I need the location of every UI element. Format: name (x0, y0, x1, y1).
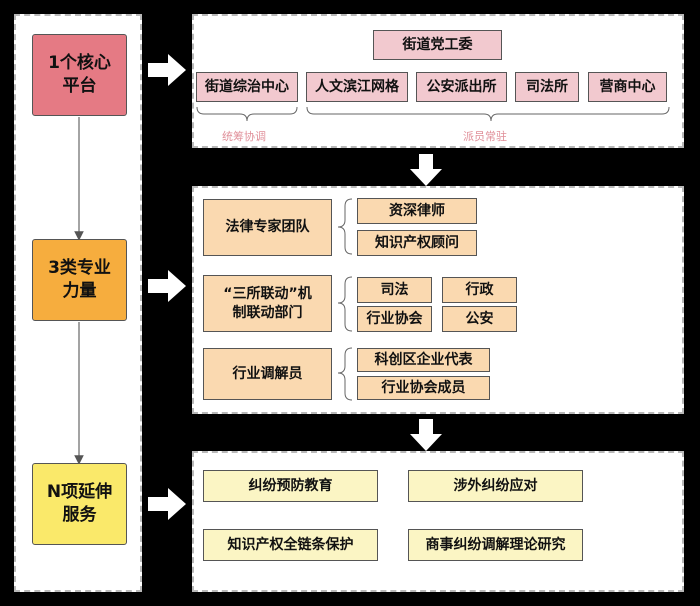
street-party-committee-box: 街道党工委 (373, 30, 502, 60)
right-arrow-icon (148, 488, 186, 520)
down-arrow-icon (410, 154, 442, 186)
legal-expert-team-box: 法律专家团队 (203, 199, 332, 256)
platform-node-box: 人文滨江网格 (306, 72, 408, 102)
linkage-department-box: “三所联动”机 制联动部门 (203, 275, 332, 332)
right-arrow-icon (148, 270, 186, 302)
force-item-box: 知识产权顾问 (357, 230, 477, 256)
force-item-box: 司法 (357, 277, 432, 303)
professional-force-box: 3类专业 力量 (32, 239, 127, 321)
force-item-box: 科创区企业代表 (357, 348, 490, 372)
coordination-note: 统筹协调 (222, 130, 266, 143)
platform-node-box: 司法所 (515, 72, 579, 102)
stationed-note: 派员常驻 (463, 130, 507, 143)
platform-node-box: 营商中心 (588, 72, 667, 102)
core-platform-box: 1个核心 平台 (32, 34, 127, 116)
down-arrow-icon (410, 419, 442, 451)
force-item-box: 行业协会成员 (357, 376, 490, 400)
industry-mediator-box: 行业调解员 (203, 348, 332, 400)
service-item-box: 纠纷预防教育 (203, 470, 378, 502)
force-item-box: 资深律师 (357, 198, 477, 224)
platform-node-box: 公安派出所 (416, 72, 507, 102)
service-item-box: 知识产权全链条保护 (203, 529, 378, 561)
right-arrow-icon (148, 54, 186, 86)
service-item-box: 涉外纠纷应对 (408, 470, 583, 502)
service-item-box: 商事纠纷调解理论研究 (408, 529, 583, 561)
extended-service-box: N项延伸 服务 (32, 463, 127, 545)
force-item-box: 行业协会 (357, 306, 432, 332)
platform-node-box: 街道综治中心 (196, 72, 298, 102)
force-item-box: 公安 (442, 306, 517, 332)
force-item-box: 行政 (442, 277, 517, 303)
